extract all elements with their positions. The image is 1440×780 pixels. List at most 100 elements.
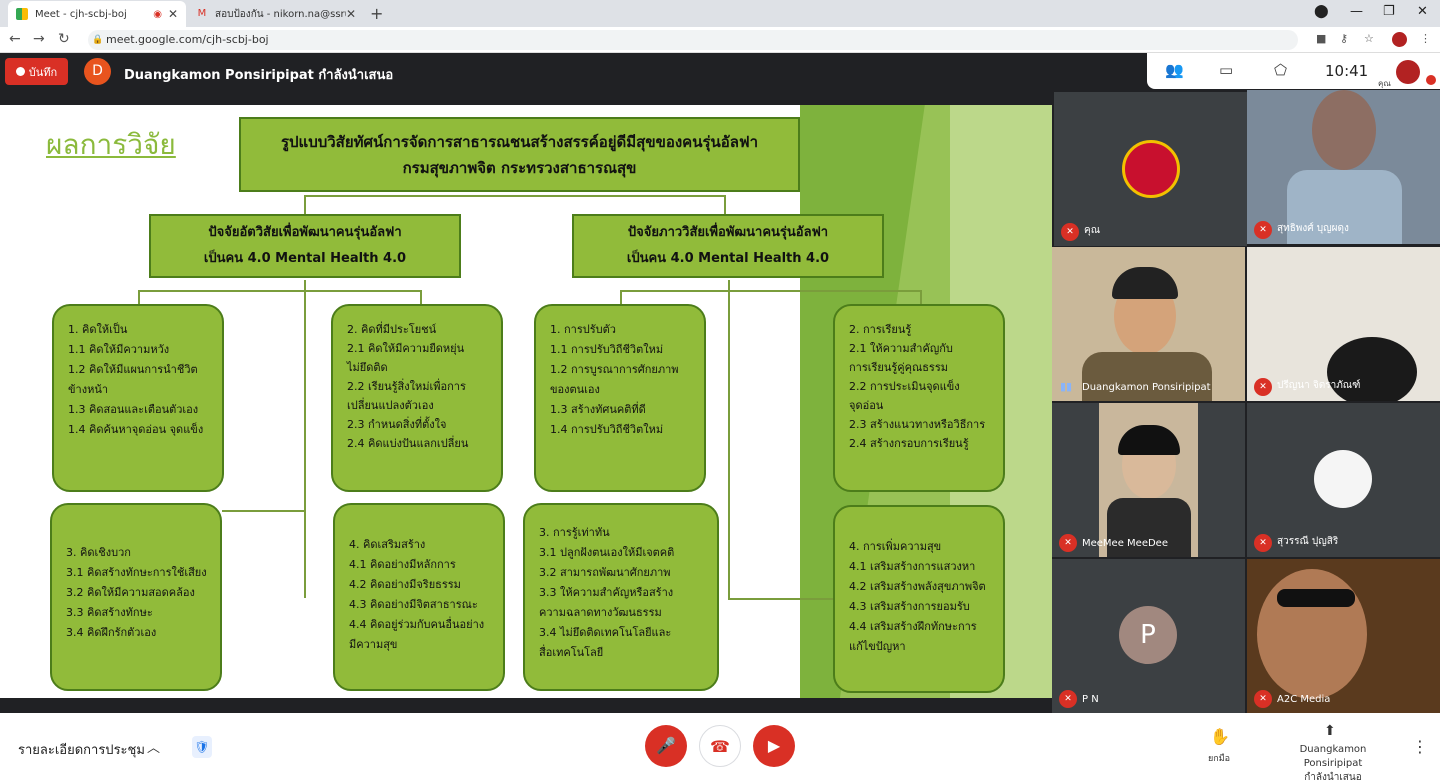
leaf-line: 4. คิดเสริมสร้าง bbox=[349, 538, 426, 551]
leaf-line: 1.4 คิดค้นหาจุดอ่อน จุดแข็ง bbox=[68, 423, 204, 436]
leaf-box: 2. คิดที่มีประโยชน์ 2.1 คิดให้มีความยืดห… bbox=[331, 304, 503, 492]
leaf-line: 1.3 สร้างทัศนคติที่ดี bbox=[550, 403, 646, 416]
participant-tile[interactable]: ✕ สุวรรณี ปุญสิริ bbox=[1247, 403, 1440, 557]
root-line: กรมสุขภาพจิต กระทรวงสาธารณสุข bbox=[402, 158, 637, 177]
mic-off-icon: ✕ bbox=[1059, 534, 1077, 552]
menu-icon[interactable]: ⋮ bbox=[1420, 32, 1431, 45]
mic-off-icon: ✕ bbox=[1254, 221, 1272, 239]
speaking-icon: ▮▮ bbox=[1060, 380, 1073, 393]
participant-tile[interactable]: ✕ A2C Media bbox=[1247, 559, 1440, 713]
key-icon[interactable]: ⚷ bbox=[1340, 32, 1349, 45]
leaf-box: 1. การปรับตัว 1.1 การปรับวิถีชีวิตใหม่ 1… bbox=[534, 304, 706, 492]
leaf-line: ความฉลาดทางวัฒนธรรม bbox=[539, 606, 662, 619]
leaf-box: 4. การเพิ่มความสุข 4.1 เสริมสร้างการแสวง… bbox=[833, 505, 1005, 693]
close-window-icon[interactable]: ✕ bbox=[1417, 4, 1428, 19]
reload-icon[interactable]: ↻ bbox=[58, 31, 70, 47]
participant-name: Duangkamon Ponsiripipat bbox=[1082, 382, 1211, 393]
record-label: บันทึก bbox=[28, 65, 58, 79]
gmail-icon: M bbox=[197, 8, 207, 19]
url-text: meet.google.com/cjh-scbj-boj bbox=[106, 33, 269, 46]
close-tab-icon[interactable]: ✕ bbox=[345, 7, 356, 21]
tab-gmail[interactable]: M สอบป้องกัน - nikorn.na@ssru.ac.th ✕ bbox=[188, 1, 364, 27]
leaf-line: 4.1 คิดอย่างมีหลักการ bbox=[349, 558, 456, 571]
leaf-line: ไม่ยึดติด bbox=[347, 361, 388, 374]
presenting-status-button[interactable]: Duangkamon Ponsiripipat กำลังนำเสนอ bbox=[1272, 743, 1394, 780]
back-icon[interactable]: ← bbox=[9, 31, 21, 47]
maximize-icon[interactable]: ❐ bbox=[1383, 4, 1395, 19]
leaf-line: 1.1 การปรับวิถีชีวิตใหม่ bbox=[550, 343, 664, 356]
leaf-line: แก้ไขปัญหา bbox=[849, 640, 906, 653]
leaf-line: 1. การปรับตัว bbox=[550, 323, 616, 336]
leaf-line: 2.3 กำหนดสิ่งที่ตั้งใจ bbox=[347, 418, 447, 431]
branch-left-box: ปัจจัยอัตวิสัยเพื่อพัฒนาคนรุ่นอัลฟา เป็น… bbox=[149, 214, 461, 278]
leaf-line: เปลี่ยนแปลงตัวเอง bbox=[347, 399, 434, 412]
participant-tile[interactable]: ✕ ปรีญนา จิตราภัณฑ์ bbox=[1247, 247, 1440, 401]
tab-search-icon[interactable]: ⬤ bbox=[1314, 4, 1329, 19]
participant-video bbox=[1287, 170, 1402, 244]
leaf-box: 3. การรู้เท่าทัน 3.1 ปลูกฝังตนเองให้มีเจ… bbox=[523, 503, 719, 691]
leaf-line: 2.4 คิดแบ่งปันแลกเปลี่ยน bbox=[347, 437, 469, 450]
google-meet-icon bbox=[16, 8, 28, 20]
leaf-line: 2.2 เรียนรู้สิ่งใหม่เพื่อการ bbox=[347, 380, 466, 393]
leaf-line: 3.2 สามารถพัฒนาศักยภาพ bbox=[539, 566, 671, 579]
leaf-line: 4.3 เสริมสร้างการยอมรับ bbox=[849, 600, 970, 613]
participant-tile[interactable]: P ✕ P N bbox=[1052, 559, 1245, 713]
leaf-line: 3. คิดเชิงบวก bbox=[66, 546, 131, 559]
meeting-details-button[interactable]: รายละเอียดการประชุม bbox=[18, 743, 145, 758]
camera-icon[interactable]: ■ bbox=[1316, 32, 1327, 45]
leaf-line: 2.1 ให้ความสำคัญกับ bbox=[849, 342, 953, 355]
participant-tile[interactable]: ✕ MeeMee MeeDee bbox=[1052, 403, 1245, 557]
participant-video bbox=[1312, 90, 1376, 170]
new-tab-button[interactable]: + bbox=[370, 4, 384, 23]
bookmark-star-icon[interactable]: ☆ bbox=[1364, 32, 1374, 45]
participant-tile[interactable]: ▮▮ Duangkamon Ponsiripipat bbox=[1052, 247, 1245, 401]
mic-off-icon: ✕ bbox=[1059, 690, 1077, 708]
leaf-box: 4. คิดเสริมสร้าง 4.1 คิดอย่างมีหลักการ 4… bbox=[333, 503, 505, 691]
chevron-up-icon[interactable]: ︿ bbox=[147, 741, 161, 756]
shield-icon[interactable]: 🛡 bbox=[192, 736, 212, 758]
participant-tile[interactable]: ✕ คุณ bbox=[1054, 92, 1247, 246]
people-icon[interactable]: 👥 bbox=[1165, 61, 1184, 79]
minimize-icon[interactable]: — bbox=[1350, 4, 1363, 19]
close-tab-icon[interactable]: ✕ bbox=[167, 7, 178, 21]
chat-icon[interactable]: ▭ bbox=[1219, 61, 1234, 79]
leaf-box: 2. การเรียนรู้ 2.1 ให้ความสำคัญกับ การเร… bbox=[833, 304, 1005, 492]
participant-video bbox=[1107, 498, 1191, 557]
meet-bottom-bar: รายละเอียดการประชุม ︿ 🛡 🎤 ☎ ▶ ✋ ยกมือ ⬆ … bbox=[0, 713, 1440, 780]
raise-hand-label: ยกมือ bbox=[1208, 754, 1231, 764]
more-options-icon[interactable]: ⋮ bbox=[1412, 737, 1428, 756]
participant-video bbox=[1327, 337, 1417, 401]
presenting-status: กำลังนำเสนอ bbox=[1304, 772, 1362, 780]
participant-tile[interactable]: ✕ สุทธิพงศ์ บุญผดุง bbox=[1247, 90, 1440, 244]
leaf-line: 4.1 เสริมสร้างการแสวงหา bbox=[849, 560, 976, 573]
leaf-line: ข้างหน้า bbox=[68, 383, 109, 396]
mic-toggle-button[interactable]: 🎤 bbox=[645, 725, 687, 767]
self-avatar[interactable] bbox=[1396, 60, 1420, 84]
leaf-line: สื่อเทคโนโลยี bbox=[539, 646, 604, 659]
url-field[interactable]: 🔒 meet.google.com/cjh-scbj-boj bbox=[88, 30, 1298, 50]
participant-name: A2C Media bbox=[1277, 694, 1331, 705]
activities-icon[interactable]: ⬠ bbox=[1274, 61, 1288, 79]
leaf-line: 2.2 การประเมินจุดแข็ง bbox=[849, 380, 960, 393]
presenting-name: Duangkamon Ponsiripipat bbox=[1299, 744, 1367, 769]
mic-off-icon: ✕ bbox=[1254, 534, 1272, 552]
participant-name: คุณ bbox=[1084, 225, 1100, 236]
present-screen-icon[interactable]: ⬆ bbox=[1324, 723, 1336, 739]
leave-call-button[interactable]: ☎ bbox=[699, 725, 741, 767]
profile-icon[interactable] bbox=[1392, 32, 1407, 47]
participant-video bbox=[1118, 425, 1180, 455]
branch-line: ปัจจัยอัตวิสัยเพื่อพัฒนาคนรุ่นอัลฟา bbox=[208, 225, 402, 240]
branch-line: เป็นคน 4.0 Mental Health 4.0 bbox=[626, 251, 830, 266]
mic-off-icon: ✕ bbox=[1061, 223, 1079, 241]
tab-meet[interactable]: Meet - cjh-scbj-boj ◉ ✕ bbox=[8, 1, 186, 27]
raise-hand-icon[interactable]: ✋ bbox=[1210, 727, 1230, 746]
recording-button[interactable]: บันทึก bbox=[5, 58, 68, 85]
leaf-line: 4.2 เสริมสร้างพลังสุขภาพจิต bbox=[849, 580, 986, 593]
leaf-box: 1. คิดให้เป็น 1.1 คิดให้มีความหวัง 1.2 ค… bbox=[52, 304, 224, 492]
address-bar-row: ← → ↻ 🔒 meet.google.com/cjh-scbj-boj ■ ⚷… bbox=[0, 27, 1440, 53]
leaf-line: 1.4 การปรับวิถีชีวิตใหม่ bbox=[550, 423, 664, 436]
forward-icon[interactable]: → bbox=[33, 31, 45, 47]
camera-toggle-button[interactable]: ▶ bbox=[753, 725, 795, 767]
presenter-banner: Duangkamon Ponsiripipat กำลังนำเสนอ bbox=[124, 68, 394, 83]
recording-indicator-icon: ◉ bbox=[153, 8, 162, 20]
